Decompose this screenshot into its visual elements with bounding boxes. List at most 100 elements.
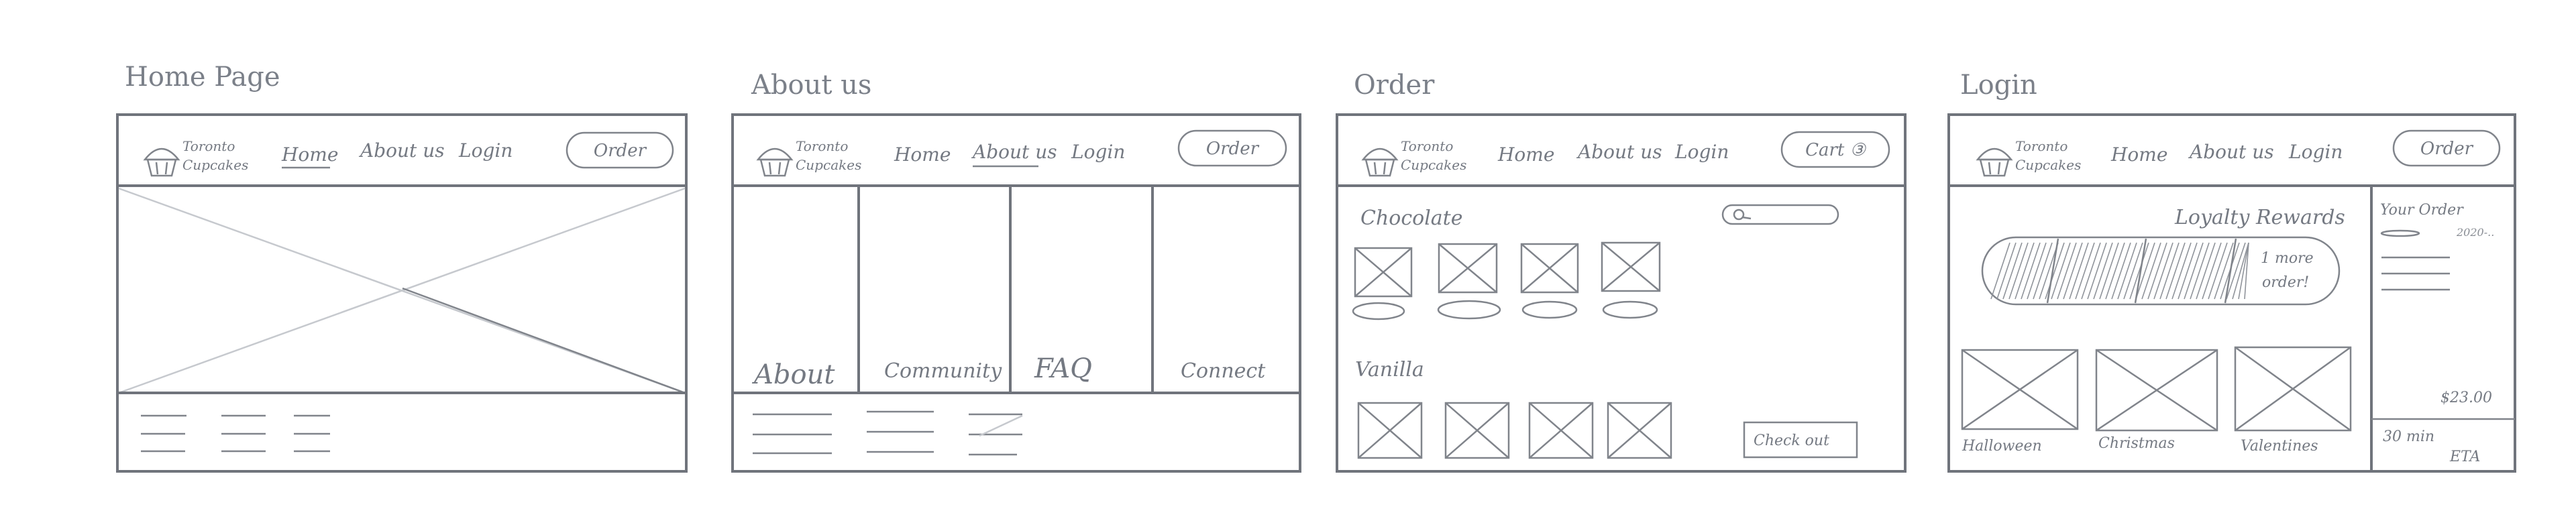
product-image-placeholder[interactable] xyxy=(1601,241,1661,319)
cupcake-icon xyxy=(756,148,794,177)
hatch-stroke xyxy=(2178,242,2198,300)
hatch-stroke xyxy=(2087,242,2107,300)
hatch-stroke xyxy=(2141,242,2161,300)
hatch-stroke xyxy=(2081,242,2101,300)
hatch-stroke xyxy=(2123,242,2143,300)
hatch-stroke xyxy=(2015,242,2035,300)
nav-login[interactable]: Login xyxy=(1674,141,1729,163)
hatch-stroke xyxy=(2002,242,2023,300)
eta-time: 30 min xyxy=(2383,428,2434,445)
product-image-placeholder[interactable] xyxy=(1520,243,1579,319)
hatch-stroke xyxy=(2202,242,2222,300)
search-icon xyxy=(1733,209,1752,221)
product-image-placeholder[interactable] xyxy=(1528,402,1594,459)
chocolate-items xyxy=(1352,241,1661,320)
product-image-placeholder[interactable] xyxy=(2095,349,2218,432)
home-order-button[interactable] xyxy=(566,131,674,169)
hatch-stroke xyxy=(2135,242,2155,300)
checkout-button-label[interactable]: Check out xyxy=(1754,432,1829,449)
product-image-placeholder[interactable] xyxy=(1444,402,1510,459)
hatch-stroke xyxy=(2165,242,2186,300)
nav-home[interactable]: Home xyxy=(281,143,338,166)
home-frame xyxy=(116,113,688,473)
nav-about-us[interactable]: About us xyxy=(971,141,1057,163)
home-order-button-label[interactable]: Order xyxy=(594,141,647,161)
panel-title-about: About us xyxy=(751,70,871,101)
hatch-stroke xyxy=(2226,242,2246,300)
nav-about-us[interactable]: About us xyxy=(358,139,445,162)
about-logo: Toronto Cupcakes xyxy=(756,138,861,177)
product-image-placeholder[interactable] xyxy=(1437,243,1501,320)
home-footer-links xyxy=(141,414,330,453)
hatch-stroke xyxy=(2069,242,2089,300)
panel-title-login: Login xyxy=(1960,70,2037,101)
nav-home[interactable]: Home xyxy=(2110,143,2167,166)
login-frame xyxy=(1947,113,2516,473)
nav-login[interactable]: Login xyxy=(458,139,513,162)
about-column-community[interactable]: Community xyxy=(884,359,1002,383)
about-frame xyxy=(731,113,1301,473)
nav-login[interactable]: Login xyxy=(1071,141,1125,163)
checkout-button[interactable] xyxy=(1743,421,1858,459)
panel-login: Login Toronto Cupcakes Home About us Log… xyxy=(1947,70,2516,473)
section-vanilla: Vanilla xyxy=(1355,358,1424,381)
eta-label: ETA xyxy=(2449,449,2480,465)
nav-about-us[interactable]: About us xyxy=(2188,141,2274,163)
product-image-placeholder[interactable] xyxy=(1352,247,1413,320)
logo-line2: Cupcakes xyxy=(1401,157,1466,173)
order-logo: Toronto Cupcakes xyxy=(1361,138,1466,177)
about-column-connect[interactable]: Connect xyxy=(1181,359,1266,383)
nav-about-us[interactable]: About us xyxy=(1576,141,1662,163)
login-logo: Toronto Cupcakes xyxy=(1976,138,2081,177)
product-image-placeholder[interactable] xyxy=(1961,349,2079,430)
cupcake-icon xyxy=(1976,148,2013,177)
hatch-stroke xyxy=(2214,242,2234,300)
hatch-stroke xyxy=(2196,242,2216,300)
about-column-about[interactable]: About xyxy=(751,359,835,390)
nav-home[interactable]: Home xyxy=(894,143,951,166)
loyalty-segment-divider xyxy=(2046,238,2059,304)
home-logo: Toronto Cupcakes xyxy=(143,138,248,177)
vanilla-items xyxy=(1357,402,1672,459)
section-chocolate: Chocolate xyxy=(1360,206,1463,230)
loyalty-title: Loyalty Rewards xyxy=(2174,206,2345,229)
hatch-stroke xyxy=(2208,242,2228,300)
hatch-stroke xyxy=(2117,242,2137,300)
product-image-placeholder[interactable] xyxy=(1357,402,1423,459)
hatch-stroke xyxy=(2184,242,2204,300)
cart-button[interactable] xyxy=(1780,131,1890,168)
nav-login[interactable]: Login xyxy=(2288,141,2343,163)
order-item-small-text: 2020-.. xyxy=(2456,226,2494,239)
login-order-button[interactable] xyxy=(2392,129,2501,167)
hatch-stroke xyxy=(2129,242,2149,300)
hatch-stroke xyxy=(2238,242,2249,300)
order-frame xyxy=(1336,113,1907,473)
hatch-stroke xyxy=(2244,242,2249,300)
panel-title-home: Home Page xyxy=(125,62,280,93)
logo-line1: Toronto xyxy=(2015,138,2068,154)
hatch-stroke xyxy=(2021,242,2041,300)
order-item-bullet xyxy=(2380,229,2420,237)
about-order-button[interactable] xyxy=(1177,129,1287,167)
hatch-stroke xyxy=(2147,242,2167,300)
cart-button-label[interactable]: Cart ③ xyxy=(1805,140,1867,160)
product-image-placeholder[interactable] xyxy=(1607,402,1672,459)
loyalty-note-line2: order! xyxy=(2262,274,2309,291)
about-column-faq[interactable]: FAQ xyxy=(1034,353,1092,384)
loyalty-progress-fill xyxy=(1990,242,2249,300)
about-order-button-label[interactable]: Order xyxy=(1206,139,1260,159)
nav-home[interactable]: Home xyxy=(1497,143,1554,166)
login-order-button-label[interactable]: Order xyxy=(2420,139,2474,159)
hero-image-placeholder xyxy=(118,187,686,394)
search-input[interactable] xyxy=(1721,204,1839,225)
loyalty-progress-track xyxy=(1981,236,2341,306)
hatch-stroke xyxy=(2027,242,2047,300)
cupcake-icon xyxy=(143,148,180,177)
hatch-stroke xyxy=(2051,242,2071,300)
login-products: Halloween Christmas Valentines xyxy=(1961,346,2352,455)
loyalty-segment-divider xyxy=(2224,238,2237,304)
product-image-placeholder[interactable] xyxy=(2234,346,2352,432)
logo-line2: Cupcakes xyxy=(796,157,861,173)
hatch-stroke xyxy=(2171,242,2192,300)
